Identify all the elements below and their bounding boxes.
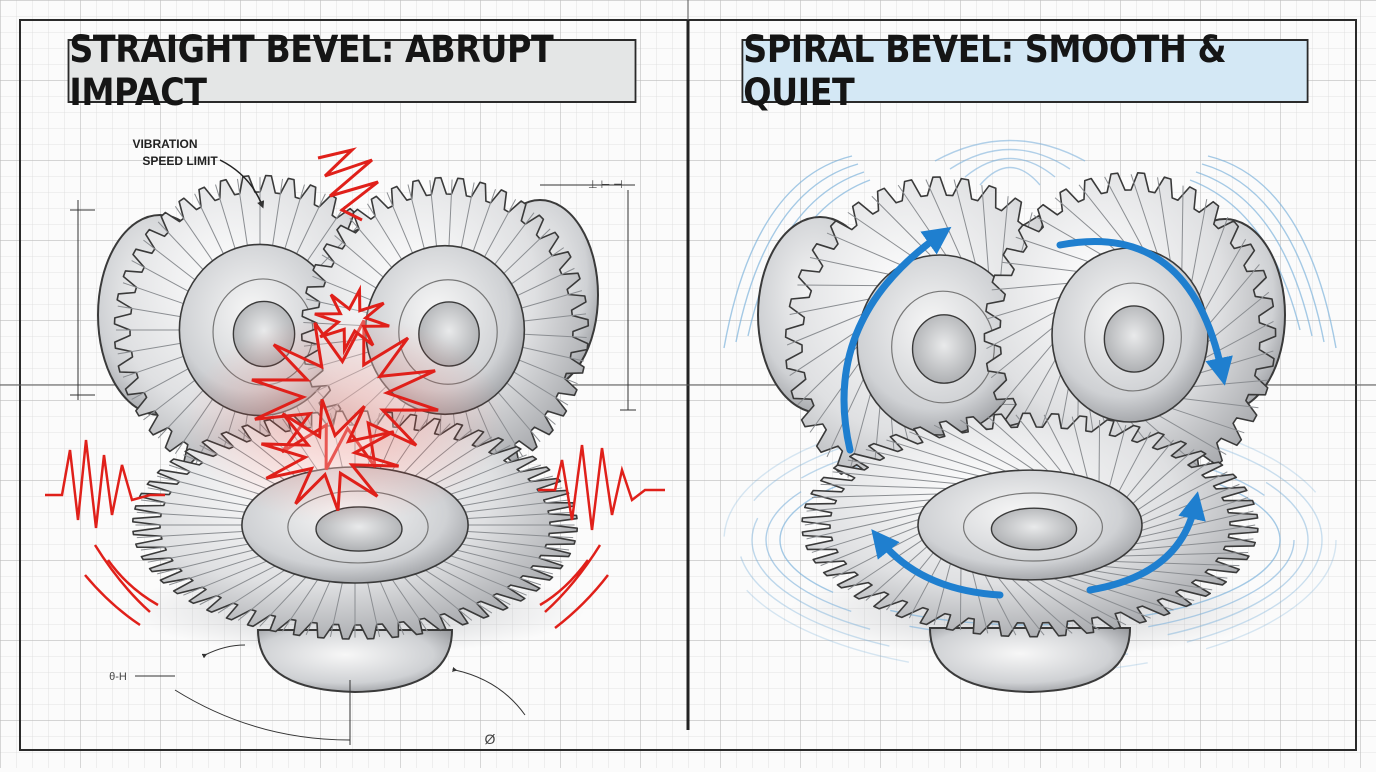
gear-bore (991, 508, 1076, 550)
callout-speed-limit: SPEED LIMIT (142, 154, 218, 168)
spiral-bevel-panel (724, 141, 1336, 693)
panel-title-spiral-bevel: SPIRAL BEVEL: SMOOTH & QUIET (742, 39, 1309, 103)
panel-title-straight-bevel: STRAIGHT BEVEL: ABRUPT IMPACT (68, 39, 637, 103)
callout-vibration: VIBRATION (132, 137, 197, 151)
gear-bore (1104, 306, 1163, 372)
dim-label-bottom: θ-H (109, 671, 127, 683)
dimension-tick-label: ⊥ ⊢ ⊣ (588, 179, 623, 191)
dim-label-diameter: Ø (485, 731, 496, 747)
gear-bore (913, 315, 976, 383)
